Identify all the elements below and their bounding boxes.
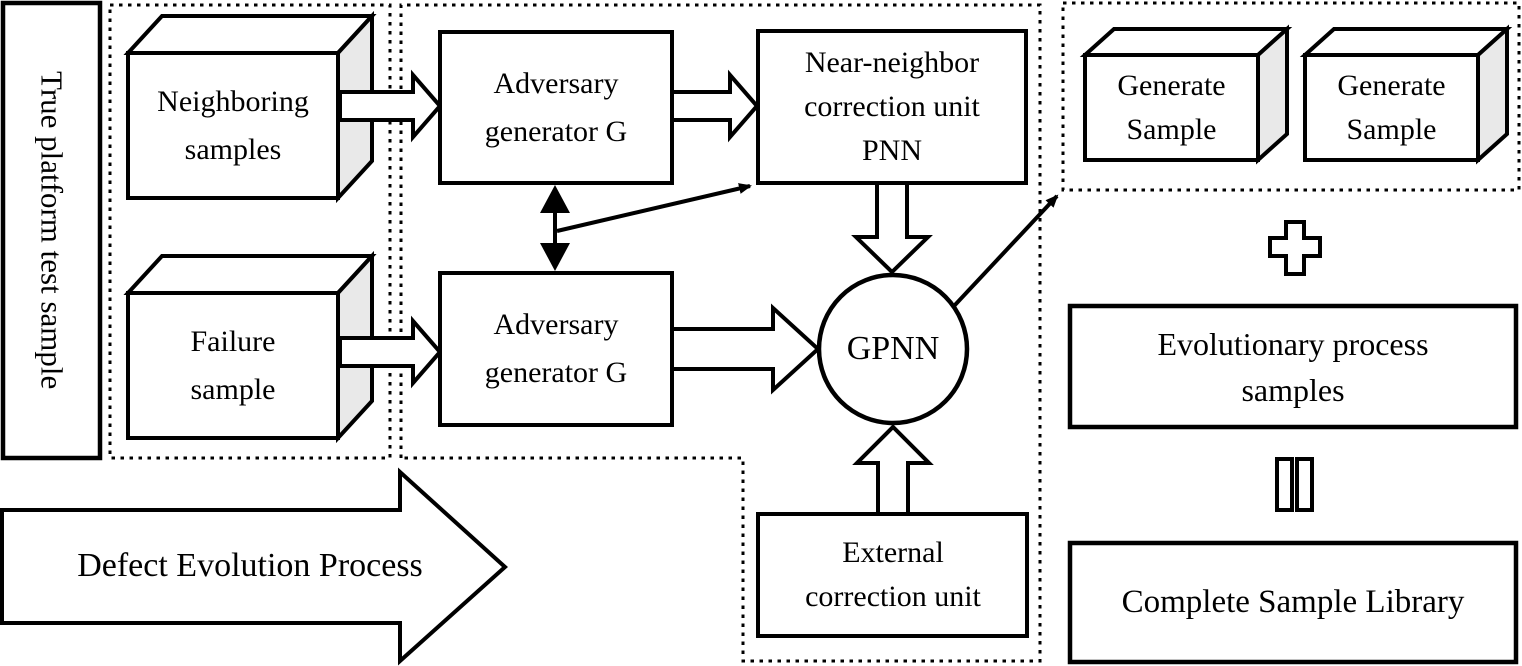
arrow-link-to-pnn (556, 183, 752, 233)
core-group-dotted-box (399, 3, 1042, 663)
arrow-external-to-gpnn (852, 424, 934, 516)
adversary-generator-bottom-box (438, 271, 674, 427)
generate-sample-cube-2 (1299, 24, 1513, 165)
pnn-unit-box (756, 29, 1028, 185)
true-platform-panel-box (0, 0, 103, 461)
generators-doubleheaded-arrow (540, 185, 570, 271)
external-correction-unit-box (756, 512, 1029, 638)
arrow-failure-to-generator (338, 315, 443, 389)
adversary-generator-top-box (438, 30, 674, 185)
complete-library-box (1067, 540, 1519, 665)
equals-icon (1275, 457, 1314, 512)
gpnn-circle (816, 272, 970, 426)
output-group-dotted-box (1061, 1, 1521, 192)
evolutionary-samples-box (1067, 303, 1519, 430)
generate-sample-cube-1 (1079, 24, 1293, 165)
neighboring-samples-cube (123, 10, 377, 204)
plus-icon (1268, 220, 1322, 276)
arrow-generator-to-pnn (670, 69, 760, 143)
failure-sample-cube (123, 250, 377, 444)
arrow-neighboring-to-generator (338, 69, 443, 143)
input-group-dotted-box (108, 3, 392, 460)
arrow-pnn-to-gpnn (851, 181, 933, 275)
defect-evolution-arrow (0, 467, 508, 666)
arrow-generator-to-gpnn (670, 303, 821, 395)
arrow-gpnn-to-output (952, 194, 1059, 308)
